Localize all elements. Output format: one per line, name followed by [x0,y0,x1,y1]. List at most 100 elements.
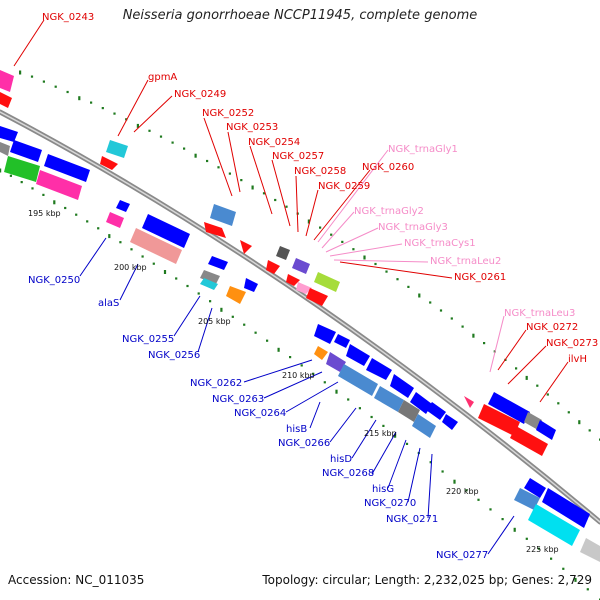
gene-labels-blue: NGK_0250 alaS NGK_0255 NGK_0256 NGK_0262… [28,275,488,561]
tick-mark [418,293,421,298]
feature-arrow [542,488,590,528]
topology-text: Topology: circular; Length: 2,232,025 bp… [262,573,592,587]
tick-mark [108,234,111,239]
label-connectors [13,19,569,555]
gene-label: NGK_0261 [454,272,506,283]
feature-arrow [314,346,328,360]
tick-mark [586,588,589,591]
tick-mark [152,262,155,265]
tick-mark [465,489,468,492]
tick-mark [483,342,486,345]
tick-mark [341,240,344,243]
gene-label: NGK_0257 [272,151,324,162]
tick-mark [513,527,516,532]
feature-arrow [240,240,252,254]
kbp-label: 210 kbp [282,371,315,380]
genome-backbone [0,109,600,525]
gene-label: NGK_trnaGly1 [388,144,458,155]
tick-mark [396,278,399,281]
tick-mark [370,415,373,419]
gene-label: hisD [330,454,352,465]
feature-arrow [130,228,182,264]
ticks [0,70,600,600]
tick-mark [113,112,116,115]
kbp-label: 200 kbp [114,263,147,272]
feature-arrow [334,334,350,348]
feature-arrow [524,412,542,430]
feature-arrow [580,538,600,562]
gene-label: NGK_0258 [294,166,346,177]
tick-mark [489,508,492,511]
tick-mark [307,219,310,224]
gene-label: ilvH [568,354,587,365]
tick-mark [42,80,45,83]
tick-mark [148,129,151,132]
tick-mark [562,567,565,570]
tick-mark [515,367,518,370]
tick-mark [64,206,67,210]
feature-arrow [514,488,540,510]
gene-label: NGK_trnaGly2 [354,206,424,217]
tick-mark [231,315,234,318]
tick-mark [197,292,200,295]
tick-mark [501,518,504,521]
feature-arrow [100,156,118,170]
tick-mark [578,420,581,425]
tick-mark [546,393,549,396]
gene-labels-red: NGK_0243 gpmA NGK_0249 NGK_0252 NGK_0253… [42,12,598,365]
gene-label: alaS [98,298,119,309]
tick-mark [97,227,100,230]
tick-mark [78,96,81,101]
tick-mark [220,307,223,312]
tick-mark [119,241,122,244]
tick-mark [330,233,333,236]
feature-arrow [338,364,378,396]
tick-mark [159,135,163,138]
tick-mark [53,200,56,205]
feature-arrow [4,156,40,182]
tick-mark [183,147,186,150]
accession-text: Accession: NC_011035 [8,573,145,587]
tick-mark [574,577,577,582]
tick-mark [277,347,280,352]
feature-arrow [10,140,42,162]
tick-mark [141,255,144,258]
feature-arrow [510,426,548,456]
tick-mark [240,179,243,182]
tick-mark [75,213,78,216]
tick-mark [588,429,591,432]
feature-arrow [106,140,128,158]
tick-mark [429,461,432,464]
gene-label: NGK_0256 [148,350,200,361]
tick-mark [90,101,93,104]
tick-mark [130,248,133,251]
feature-arrow [0,70,14,92]
gene-label: NGK_0268 [322,468,374,479]
gene-label: NGK_trnaLeu2 [430,256,501,267]
tick-mark [536,384,539,387]
tick-mark [550,557,553,560]
tick-mark [175,277,178,280]
feature-arrow [0,92,12,108]
gene-label: NGK_0271 [386,514,438,525]
tick-mark [289,356,292,359]
gene-label: NGK_0263 [212,394,264,405]
tick-mark [163,270,167,274]
tick-mark [86,220,89,223]
feature-arrow [266,260,280,274]
feature-arrow [292,258,310,274]
tick-mark [557,402,560,405]
tick-mark [407,285,410,288]
gene-label: NGK_0250 [28,275,80,286]
feature-arrow [488,392,530,424]
feature-arrow [314,272,340,292]
feature-arrow [426,402,446,420]
tick-mark [525,537,528,540]
feature-arrow [412,414,436,438]
tick-mark [101,107,104,110]
feature-arrow [442,414,458,430]
tick-mark [54,85,57,88]
kbp-label: 220 kbp [446,487,479,496]
feature-arrow [142,214,190,248]
kbp-label: 205 kbp [198,317,231,326]
